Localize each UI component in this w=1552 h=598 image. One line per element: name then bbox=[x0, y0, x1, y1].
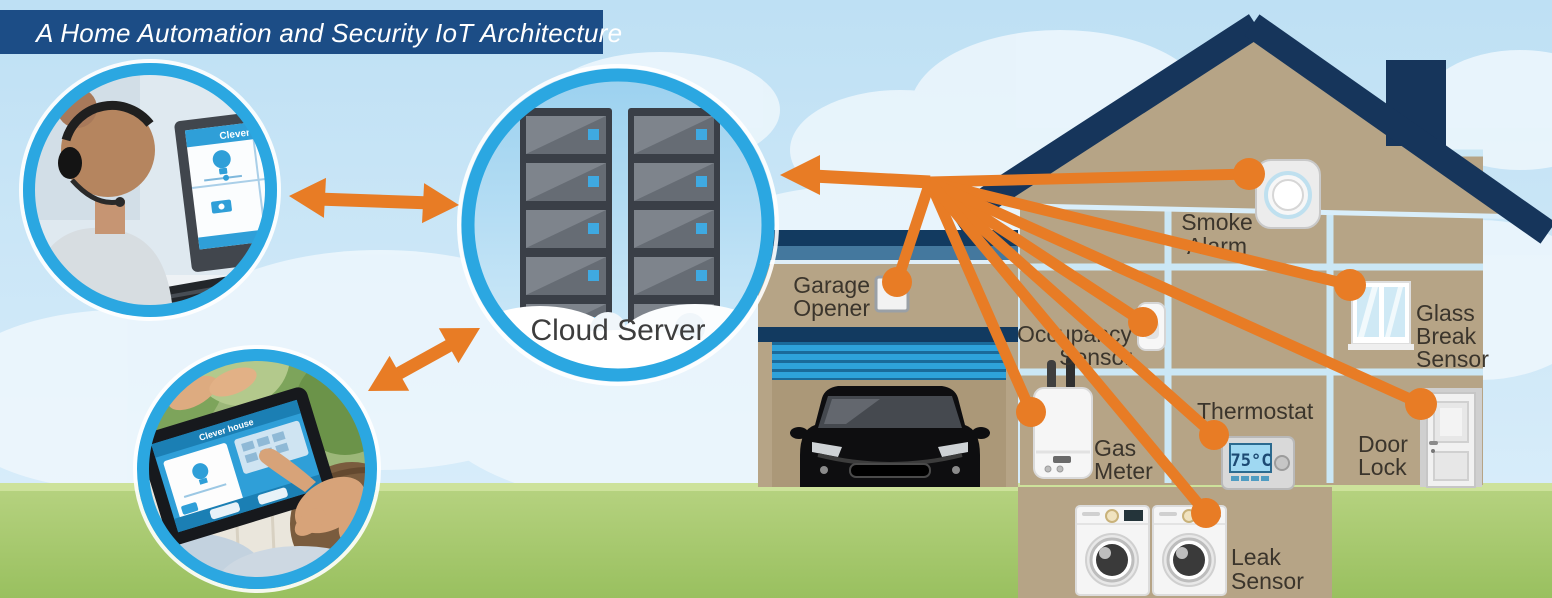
connection-line-leak-sensor bbox=[924, 176, 1212, 519]
house bbox=[947, 14, 1552, 485]
tablet-cloud-arrow bbox=[368, 328, 480, 391]
connection-dot-garage-opener bbox=[882, 267, 912, 297]
connection-line-thermostat bbox=[924, 176, 1220, 441]
tablet: Clever house bbox=[143, 387, 337, 545]
leak-sensor-label: Leak bbox=[1231, 544, 1281, 570]
garage-opener-label: Garage bbox=[793, 272, 870, 298]
foot bbox=[209, 367, 257, 397]
garage-fascia-band bbox=[758, 246, 1018, 260]
tablet-circle-ring bbox=[137, 349, 377, 589]
connection-lines bbox=[891, 168, 1427, 519]
garage-opener-label-line2: Opener bbox=[793, 295, 870, 321]
roof bbox=[947, 14, 1552, 244]
garage-trim bbox=[758, 260, 1018, 264]
connection-dots bbox=[882, 158, 1437, 528]
cloud-server-label: Cloud Server bbox=[530, 314, 705, 347]
connection-line-occupancy-sensor bbox=[924, 176, 1149, 328]
operator-circle-halo bbox=[19, 59, 281, 321]
garage-lintel bbox=[758, 327, 1018, 342]
connection-line-glass-break bbox=[924, 176, 1356, 291]
diagram-title: A Home Automation and Security IoT Archi… bbox=[34, 18, 622, 48]
washer-left bbox=[1075, 505, 1150, 596]
camera-icon bbox=[181, 502, 199, 515]
garage bbox=[758, 230, 1018, 487]
door-lock-door bbox=[1420, 388, 1482, 488]
connection-dot-leak-sensor bbox=[1191, 498, 1221, 528]
connection-line-gas-meter bbox=[924, 176, 1037, 418]
connection-line-door-lock bbox=[924, 176, 1427, 410]
gas-meter-label-line2: Meter bbox=[1094, 458, 1153, 484]
thermostat-device: 75°C bbox=[1221, 436, 1295, 490]
smoke-alarm-label: Smoke bbox=[1181, 209, 1253, 235]
operator-circle-ring bbox=[23, 63, 277, 317]
door-handle bbox=[1429, 441, 1438, 445]
bulb-icon bbox=[192, 463, 209, 480]
glass-break-label-line3: Sensor bbox=[1416, 346, 1489, 372]
cloud-circle-ring bbox=[461, 68, 775, 382]
cloud-circle-halo bbox=[457, 64, 779, 386]
thermostat-label: Thermostat bbox=[1197, 398, 1314, 424]
title-banner: A Home Automation and Security IoT Archi… bbox=[0, 10, 622, 54]
foot bbox=[168, 375, 218, 411]
garage-door-slats bbox=[772, 345, 1006, 378]
door-lock-label-line2: Lock bbox=[1358, 454, 1407, 480]
connection-line-garage-opener bbox=[891, 176, 936, 288]
connection-dot-thermostat bbox=[1199, 420, 1229, 450]
connection-dot-glass-break bbox=[1334, 269, 1366, 301]
gas-meter-device bbox=[1033, 356, 1093, 479]
garage-jamb-left bbox=[758, 342, 772, 487]
device-labels: Garage Opener Smoke Alarm Occupancy Sens… bbox=[793, 209, 1489, 594]
connection-dot-occupancy-sensor bbox=[1128, 307, 1158, 337]
glass-break-window bbox=[1348, 281, 1414, 350]
glass-break-label: Glass bbox=[1416, 300, 1475, 326]
headset-icon bbox=[61, 100, 154, 142]
server-rack-right bbox=[628, 108, 720, 358]
gas-meter-label: Gas bbox=[1094, 435, 1136, 461]
leak-sensor-label-line2: Sensor bbox=[1231, 568, 1304, 594]
bulb-icon bbox=[212, 150, 231, 169]
connection-dot-gas-meter bbox=[1016, 397, 1046, 427]
thermostat-knob bbox=[1274, 455, 1290, 471]
connection-line-smoke-alarm bbox=[924, 168, 1255, 188]
sensor-network bbox=[780, 155, 1437, 528]
car bbox=[790, 386, 990, 487]
operator-cloud-arrow bbox=[289, 177, 459, 224]
door-lock-label: Door bbox=[1358, 431, 1408, 457]
connection-dot-smoke-alarm bbox=[1233, 158, 1265, 190]
tablet-circle-halo bbox=[133, 345, 381, 593]
smoke-alarm-device bbox=[1255, 159, 1321, 229]
cloud-link-arrow bbox=[780, 155, 931, 195]
connection-dot-door-lock bbox=[1405, 388, 1437, 420]
thermostat-buttons bbox=[1231, 476, 1269, 481]
glass-break-label-line2: Break bbox=[1416, 323, 1477, 349]
thermostat-display: 75°C bbox=[1231, 451, 1272, 471]
